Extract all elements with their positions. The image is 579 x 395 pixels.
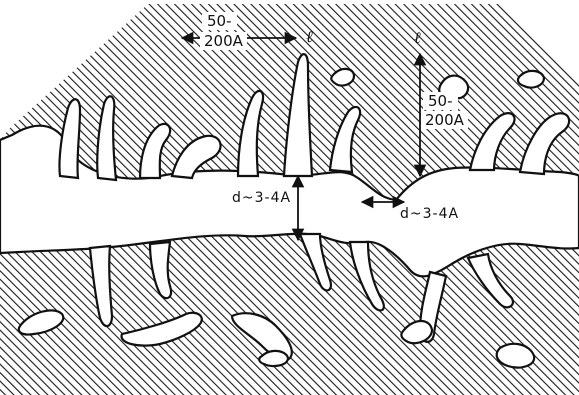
pore-length-top-line1: 50- [202, 12, 237, 30]
pore-length-right-line2: 200A [421, 111, 468, 129]
pore-length-top-end-mark: ℓ [306, 27, 313, 47]
channel-diameter-left-label: d~3-4A [232, 190, 291, 206]
channel-diameter-right-label: d~3-4A [400, 206, 459, 222]
pore-length-right-mark: ℓ [414, 28, 421, 48]
isolated-pore [497, 344, 534, 368]
isolated-pore [518, 71, 544, 88]
pore-length-top-line2: 200A [200, 32, 247, 50]
pore-length-right-line1: 50- [423, 92, 458, 110]
